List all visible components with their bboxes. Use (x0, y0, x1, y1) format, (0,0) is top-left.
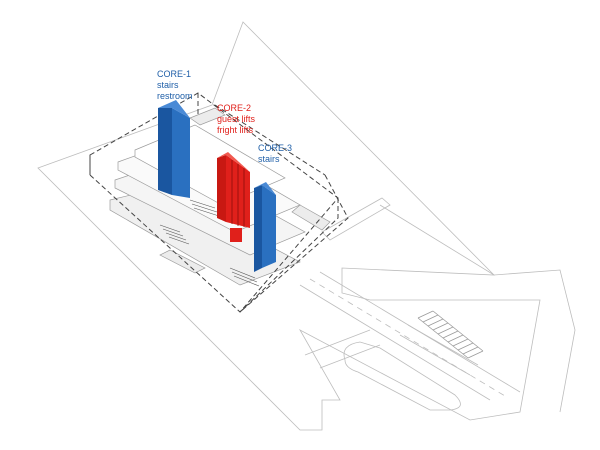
walkway (321, 197, 391, 241)
parking-lane (304, 324, 479, 376)
corridor-2 (291, 204, 331, 231)
core-1-label: CORE-1 stairs restroom (157, 69, 193, 102)
core-3-title: CORE-3 (258, 143, 293, 153)
site-edge-right (379, 204, 576, 413)
core-3-volume (254, 182, 276, 272)
corridor-3 (159, 249, 206, 274)
core-2-line-2: fright lifts (217, 125, 254, 135)
corridor-1 (189, 107, 226, 126)
road-outer (299, 271, 521, 401)
core-1-volume (158, 100, 190, 198)
core-1-line-2: restroom (157, 91, 193, 101)
core-2-title: CORE-2 (217, 103, 252, 113)
building-envelope (89, 92, 349, 313)
core-2-base (230, 228, 242, 242)
stairs (159, 199, 260, 287)
core-3-label: CORE-3 stairs (258, 143, 292, 165)
core-3-line-1: stairs (258, 154, 280, 164)
parking-stripes (417, 310, 484, 359)
core-1-title: CORE-1 (157, 69, 192, 79)
site-context (37, 21, 576, 431)
road-centerline (309, 278, 506, 397)
parking-island (343, 341, 461, 411)
core-2-label: CORE-2 guest lifts fright lifts (217, 103, 255, 136)
core-2-line-1: guest lifts (217, 114, 256, 124)
site-boundary (37, 21, 541, 431)
core-2-volume (217, 152, 250, 228)
core-1-line-1: stairs (157, 80, 179, 90)
